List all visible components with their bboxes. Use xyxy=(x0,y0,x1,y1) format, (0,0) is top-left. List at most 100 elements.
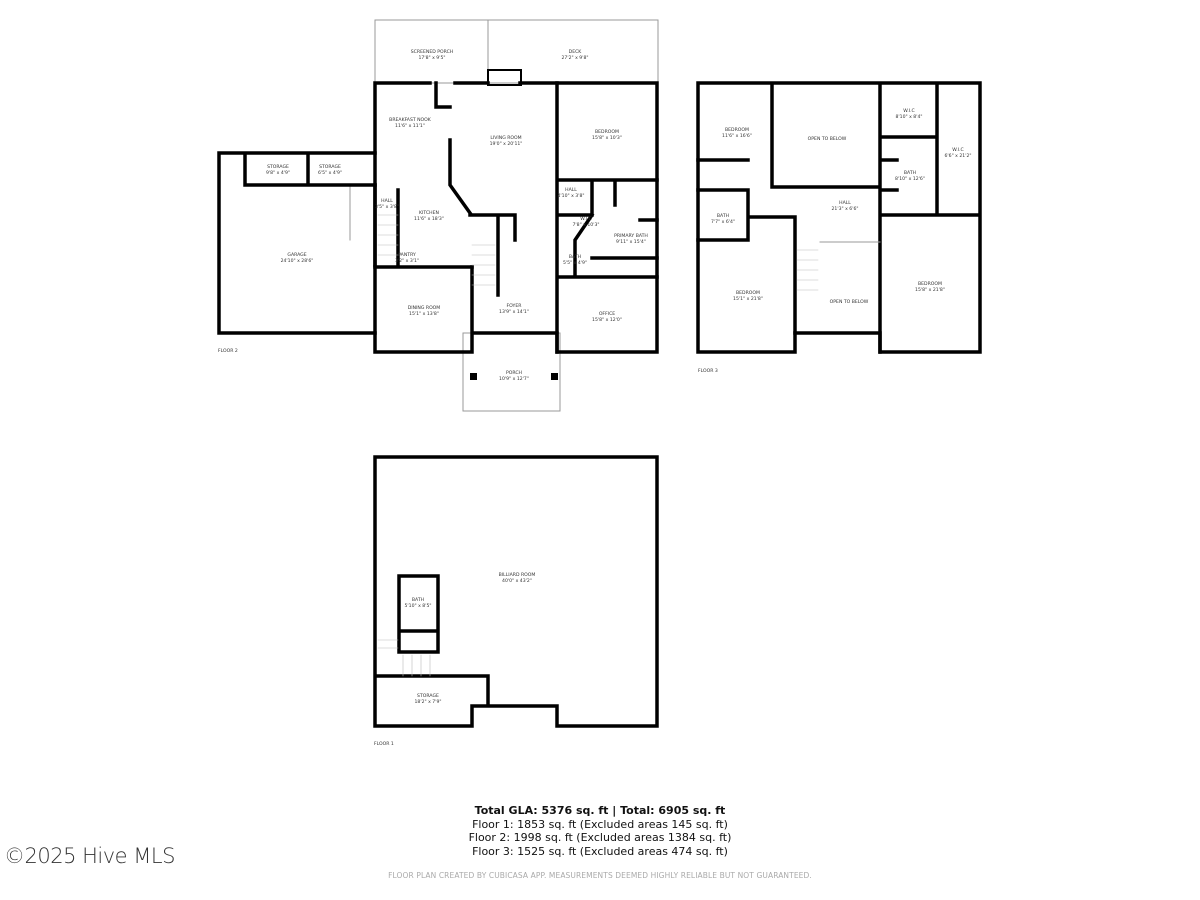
floor-3-area: Floor 3: 1525 sq. ft (Excluded areas 474… xyxy=(472,844,728,858)
room-size: 9'8" x 4'9" xyxy=(265,171,291,176)
room-name: HALL xyxy=(565,188,577,193)
pillar xyxy=(551,373,558,380)
area-summary: Total GLA: 5376 sq. ft | Total: 6905 sq.… xyxy=(400,804,800,858)
room-size: 11'6" x 16'6" xyxy=(722,134,752,139)
room-name: BREAKFAST NOOK xyxy=(389,118,431,123)
room-name: BILLIARD ROOM xyxy=(498,573,536,578)
room-name: BEDROOM xyxy=(918,282,942,287)
room-name: HALL xyxy=(839,201,851,206)
room-size: 15'1" x 21'8" xyxy=(733,297,763,302)
room-name: DINING ROOM xyxy=(407,306,441,311)
room-name: BEDROOM xyxy=(725,128,749,133)
room-size: 5'5" x 4'9" xyxy=(562,261,588,266)
room-size: 9'11" x 15'4" xyxy=(616,240,646,245)
room-size: 17'8" x 9'5" xyxy=(418,56,446,61)
room-size: 8'10" x 8'4" xyxy=(895,115,923,120)
room-size: 7'8" x 10'3" xyxy=(572,223,600,228)
room-name: OPEN TO BELOW xyxy=(807,137,847,142)
room-name: KITCHEN xyxy=(419,211,439,216)
room-size: 24'10" x 28'6" xyxy=(280,259,314,264)
room-size: 13'9" x 14'1" xyxy=(499,310,529,315)
disclaimer: FLOOR PLAN CREATED BY CUBICASA APP. MEAS… xyxy=(388,871,812,880)
room-size: 7'7" x 6'4" xyxy=(710,220,736,225)
room-name: LIVING ROOM xyxy=(490,136,522,141)
stairs xyxy=(377,639,431,677)
room-size: 18'2" x 7'9" xyxy=(414,700,442,705)
total-area: Total GLA: 5376 sq. ft | Total: 6905 sq.… xyxy=(474,804,726,817)
room-name: BEDROOM xyxy=(736,291,760,296)
room-size: 4'10" x 3'8" xyxy=(557,194,585,199)
room-name: DECK xyxy=(568,50,582,55)
room-size: 15'1" x 13'8" xyxy=(409,312,439,317)
stairs xyxy=(796,249,819,291)
room-name: W.I.C xyxy=(952,148,964,153)
floor-3-plan xyxy=(696,81,982,354)
room-name: BATH xyxy=(411,598,425,603)
room-name: BATH xyxy=(716,214,730,219)
room-name: BATH xyxy=(903,171,917,176)
room-size: 15'8" x 21'8" xyxy=(915,288,945,293)
room-size: 6'6" x 21'2" xyxy=(944,154,972,159)
room-name: W.I.C xyxy=(580,217,592,222)
room-name: HALL xyxy=(381,199,393,204)
floor-1-label: FLOOR 1 xyxy=(374,742,394,747)
stairs xyxy=(377,214,496,286)
room-name: OFFICE xyxy=(598,312,616,317)
floor-3-label: FLOOR 3 xyxy=(698,369,718,374)
room-size: 19'0" x 20'11" xyxy=(489,142,523,147)
room-size: 21'3" x 6'6" xyxy=(831,207,859,212)
room-label: OPEN TO BELOW xyxy=(808,137,847,143)
room-size: 11'6" x 18'3" xyxy=(414,217,444,222)
room-size: 40'0" x 43'2" xyxy=(502,579,532,584)
room-name: PORCH xyxy=(505,371,522,376)
room-name: BATH xyxy=(568,255,582,260)
room-size: 15'8" x 10'3" xyxy=(592,136,622,141)
room-size: 3'5" x 3'8" xyxy=(374,205,400,210)
room-size: 5'10" x 8'5" xyxy=(404,604,432,609)
room-size: 27'2" x 9'8" xyxy=(561,56,589,61)
room-size: 11'6" x 11'1" xyxy=(395,124,425,129)
room-size: 10'9" x 12'7" xyxy=(499,377,529,382)
room-size: 8'10" x 12'6" xyxy=(895,177,925,182)
floor-2-plan xyxy=(217,19,659,412)
room-name: STORAGE xyxy=(417,694,439,699)
floor-2-label: FLOOR 2 xyxy=(218,349,238,354)
room-name: W.I.C xyxy=(903,109,915,114)
room-size: 15'8" x 12'0" xyxy=(592,318,622,323)
room-name: GARAGE xyxy=(287,253,307,258)
room-name: STORAGE xyxy=(267,165,289,170)
room-name: SCREENED PORCH xyxy=(410,50,454,55)
pillar xyxy=(470,373,477,380)
room-name: PANTRY xyxy=(398,253,416,258)
room-name: STORAGE xyxy=(319,165,341,170)
floor-1-plan xyxy=(373,455,659,728)
room-name: FOYER xyxy=(506,304,522,309)
room-label: OPEN TO BELOW xyxy=(830,300,869,306)
